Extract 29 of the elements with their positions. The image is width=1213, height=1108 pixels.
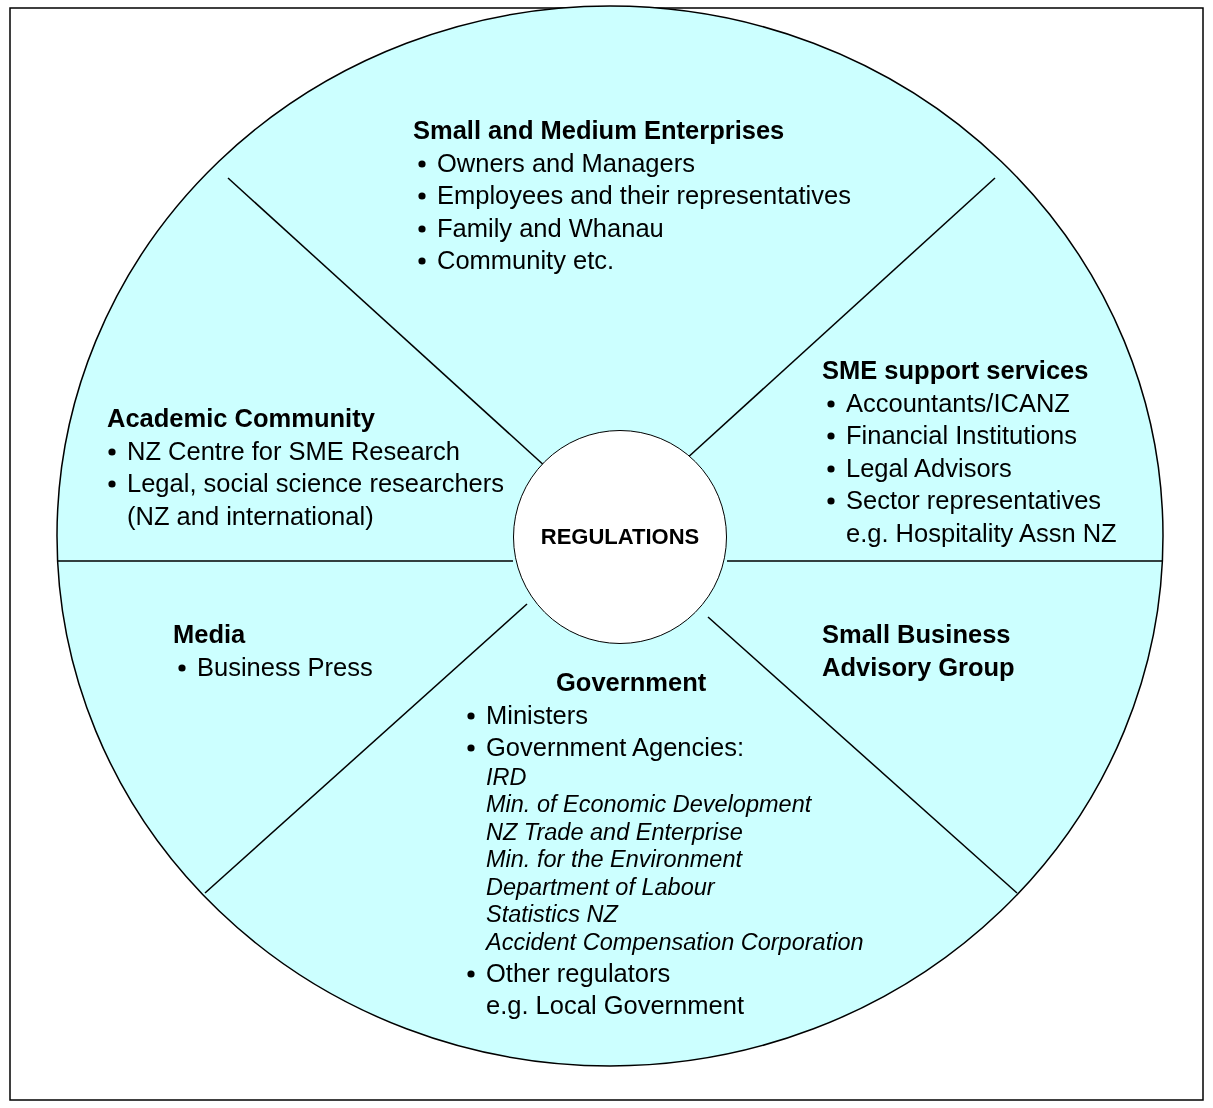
note-text: e.g. Local Government — [485, 990, 745, 1022]
list-item-text: Owners and Managers — [437, 148, 695, 177]
note-text: e.g. Hospitality Assn NZ — [845, 517, 1118, 549]
agency-name: Min. of Economic Development — [485, 791, 813, 819]
list-item-text: Government Agencies: — [486, 733, 744, 761]
heading: Small Business Advisory Group — [822, 619, 1016, 683]
heading: SME support services — [822, 355, 1090, 386]
list-item-text: Legal Advisors — [846, 453, 1012, 482]
list-item-text: Sector representatives — [846, 486, 1102, 514]
agency-name: Min. for the Environment — [485, 846, 744, 874]
center-label: REGULATIONS — [540, 524, 700, 550]
list-item-text: Community etc. — [437, 246, 615, 274]
list-item-text: NZ Centre for SME Research — [127, 436, 461, 465]
list-item-text: Employees and their representatives — [437, 181, 851, 209]
list-item-text: Other regulators — [486, 958, 671, 987]
heading: Media — [173, 619, 247, 650]
list-item-text: Legal, social science researchers (NZ and international) — [127, 469, 505, 530]
agency-name: Department of Labour — [485, 873, 717, 902]
list-item-text: Business Press — [197, 652, 373, 681]
list-item-text: Financial Institutions — [846, 421, 1078, 449]
list-item-text: Family and Whanau — [437, 213, 664, 242]
heading: Academic Community — [106, 403, 376, 434]
list-item-text: Accountants/ICANZ — [846, 388, 1070, 417]
agency-name: IRD — [485, 763, 528, 792]
agency-name: NZ Trade and Enterprise — [485, 818, 744, 847]
agency-name: Statistics NZ — [485, 901, 620, 930]
agency-name: Accident Compensation Corporation — [484, 929, 865, 957]
heading: Small and Medium Enterprises — [413, 115, 786, 146]
list-item-text: Ministers — [486, 700, 588, 729]
